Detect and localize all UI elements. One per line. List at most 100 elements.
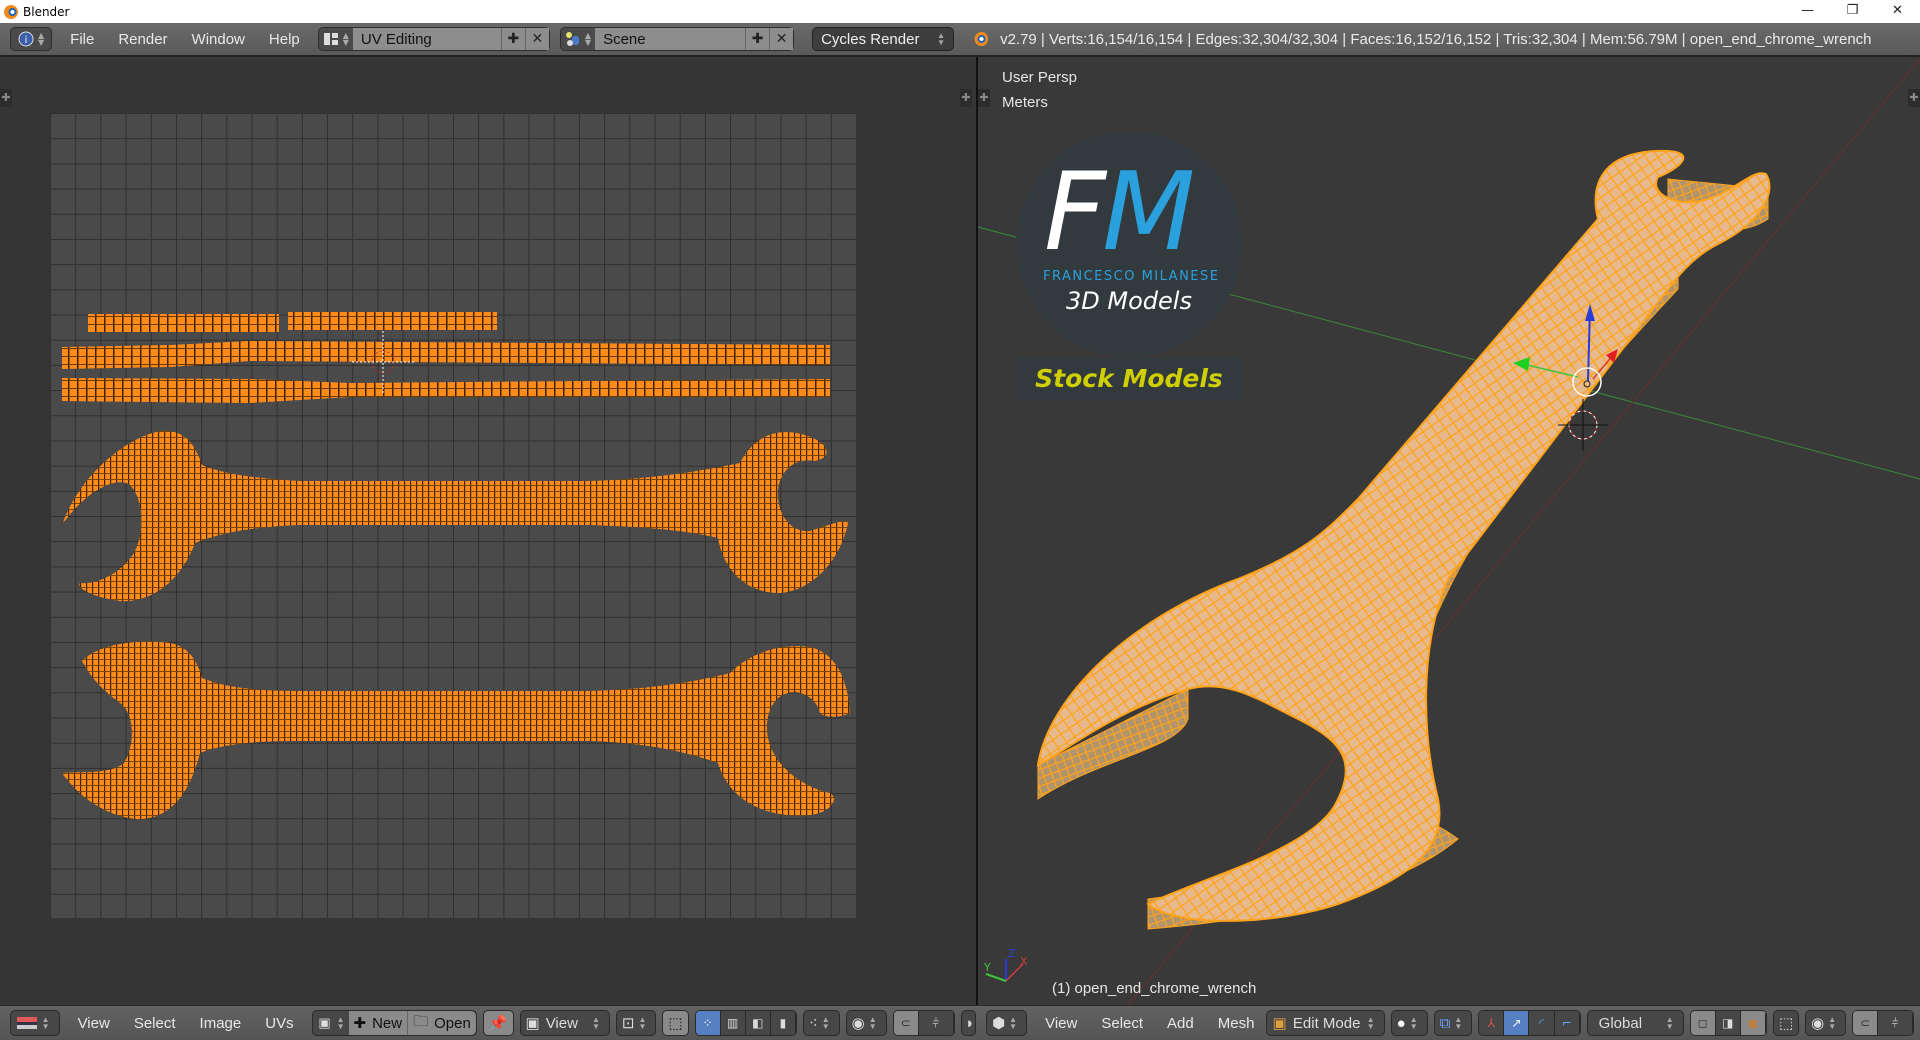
- screen-layout-icon: [319, 28, 343, 50]
- minimize-button[interactable]: —: [1801, 3, 1814, 18]
- limit-selection-button[interactable]: ⬚: [1772, 1010, 1800, 1036]
- area-divider[interactable]: [976, 57, 978, 1005]
- close-button[interactable]: ✕: [1892, 3, 1903, 18]
- face-select-button[interactable]: ◧: [745, 1011, 771, 1035]
- manipulator-toggle-button[interactable]: ⅄: [1479, 1011, 1505, 1035]
- 3d-editor-type-selector[interactable]: ⬢ ▲▼: [986, 1010, 1028, 1036]
- image-browse-icon[interactable]: ▣: [318, 1015, 331, 1030]
- proportional-edit-icon: ◉: [851, 1015, 865, 1032]
- scene-selector[interactable]: ▲▼ Scene ✚ ✕: [559, 27, 795, 51]
- updown-arrows-icon: ▲▼: [821, 1015, 830, 1031]
- updown-arrows-icon: ▲▼: [868, 1015, 877, 1031]
- uv-menu-select[interactable]: Select: [133, 1014, 176, 1032]
- view-name-label: User Persp: [1002, 69, 1078, 86]
- axis-orientation-icon: Z X Y: [983, 947, 1028, 982]
- mode-label: Edit Mode: [1292, 1014, 1361, 1032]
- snap-element-button[interactable]: ⫩: [918, 1011, 954, 1035]
- uv-menu-image[interactable]: Image: [199, 1014, 242, 1032]
- 3d-menu-add[interactable]: Add: [1167, 1014, 1194, 1032]
- pivot-icon: ⊡: [621, 1015, 635, 1032]
- sync-selection-button[interactable]: ⬚: [662, 1010, 689, 1036]
- window-titlebar: Blender — ❐ ✕: [0, 0, 1920, 23]
- properties-toggle-icon[interactable]: ✚: [1908, 89, 1920, 107]
- viewport-scene: Z X Y: [978, 59, 1920, 1005]
- 3d-menu-select[interactable]: Select: [1101, 1014, 1144, 1032]
- scene-field[interactable]: Scene: [595, 28, 746, 50]
- scale-manipulator-button[interactable]: ⌐: [1554, 1011, 1580, 1035]
- sync-selection-icon: ⬚: [668, 1015, 683, 1032]
- uv-islands: [62, 312, 850, 820]
- mode-dropdown[interactable]: ▣ Edit Mode ▲▼: [1266, 1010, 1385, 1036]
- edit-mode-icon: ▣: [1272, 1015, 1287, 1032]
- remove-screen-button[interactable]: ✕: [524, 28, 549, 50]
- rotate-manipulator-button[interactable]: ◜: [1529, 1011, 1555, 1035]
- uv-view-mode-dropdown[interactable]: ▣ View ▲▼: [519, 1010, 610, 1036]
- updown-arrows-icon: ▲▼: [342, 31, 349, 47]
- uv-select-mode-group: ⁘ ▥ ◧ ▮: [694, 1010, 797, 1036]
- vertex-select-button[interactable]: ⁘: [695, 1011, 721, 1035]
- image-icon: ▣: [525, 1015, 540, 1032]
- svg-text:i: i: [25, 35, 28, 46]
- edge-select-button[interactable]: ▥: [720, 1011, 746, 1035]
- screen-layout-field[interactable]: UV Editing: [352, 28, 501, 50]
- proportional-3d-dropdown[interactable]: ◉▲▼: [1805, 1010, 1847, 1036]
- manipulator-group: ⅄ ↗ ◜ ⌐: [1478, 1010, 1581, 1036]
- 2d-cursor-icon: [352, 331, 414, 393]
- translate-manipulator-button[interactable]: ↗: [1504, 1011, 1530, 1035]
- uv-render-icon[interactable]: ◑: [960, 1010, 977, 1036]
- add-screen-button[interactable]: ✚: [500, 28, 525, 50]
- screen-layout-selector[interactable]: ▲▼ UV Editing ✚ ✕: [317, 27, 550, 51]
- pivot-point-3d-dropdown[interactable]: ⧉▲▼: [1433, 1010, 1473, 1036]
- viewport-shading-dropdown[interactable]: ●▲▼: [1390, 1010, 1428, 1036]
- updown-arrows-icon: ▲▼: [41, 1015, 50, 1031]
- toolshelf-toggle-icon[interactable]: ✚: [978, 89, 990, 107]
- menu-window[interactable]: Window: [191, 30, 245, 48]
- scene-stats: v2.79 | Verts:16,154/16,154 | Edges:32,3…: [1000, 30, 1872, 48]
- uv-grid[interactable]: [50, 113, 856, 918]
- updown-arrows-icon: ▲▼: [584, 31, 592, 47]
- face-select-mode-button[interactable]: ◼: [1740, 1011, 1766, 1035]
- uv-editor-type-selector[interactable]: ▲▼: [9, 1010, 60, 1036]
- info-icon: i: [14, 28, 38, 50]
- blender-logo-icon: [972, 31, 989, 47]
- remove-scene-button[interactable]: ✕: [769, 28, 794, 50]
- 3d-menu-view[interactable]: View: [1045, 1014, 1078, 1032]
- menu-help[interactable]: Help: [268, 30, 300, 48]
- plus-icon: ✚: [353, 1015, 367, 1032]
- maximize-button[interactable]: ❐: [1846, 3, 1859, 18]
- snap-3d-group: ⊂ ⫩: [1852, 1010, 1914, 1036]
- uv-menu-view[interactable]: View: [77, 1014, 110, 1032]
- toolshelf-toggle-icon[interactable]: ✚: [0, 89, 12, 107]
- open-image-button[interactable]: 🗀 Open: [407, 1011, 476, 1035]
- island-select-button[interactable]: ▮: [770, 1011, 796, 1035]
- snap-3d-toggle-button[interactable]: ⊂: [1853, 1011, 1879, 1035]
- 3d-viewport[interactable]: ✚ ✚ User Persp Meters: [978, 59, 1920, 1005]
- pin-image-button[interactable]: 📌: [482, 1010, 514, 1036]
- info-header: i ▲▼ File Render Window Help ▲▼ UV Editi…: [0, 23, 1920, 57]
- 3d-menu-mesh[interactable]: Mesh: [1217, 1014, 1255, 1032]
- render-engine-dropdown[interactable]: Cycles Render ▲▼: [812, 27, 955, 51]
- scene-icon: [561, 28, 585, 50]
- proportional-edit-dropdown[interactable]: ◉▲▼: [845, 1010, 887, 1036]
- vertex-select-mode-button[interactable]: ◻: [1690, 1011, 1716, 1035]
- updown-arrows-icon: ▲▼: [937, 31, 946, 47]
- updown-arrows-icon: ▲▼: [1409, 1015, 1418, 1031]
- menu-file[interactable]: File: [70, 30, 95, 48]
- uv-image-editor[interactable]: ✚ ✚: [0, 59, 976, 1005]
- snap-toggle-button[interactable]: ⊂: [893, 1011, 919, 1035]
- sticky-select-dropdown[interactable]: ⁖▲▼: [802, 1010, 840, 1036]
- snap-3d-element-button[interactable]: ⫩: [1878, 1011, 1913, 1035]
- properties-toggle-icon[interactable]: ✚: [960, 89, 972, 107]
- add-scene-button[interactable]: ✚: [745, 28, 770, 50]
- pivot-point-dropdown[interactable]: ⊡▲▼: [615, 1010, 657, 1036]
- menu-render[interactable]: Render: [118, 30, 168, 48]
- transform-gizmo-icon: [1513, 304, 1618, 397]
- edge-select-mode-button[interactable]: ◨: [1715, 1011, 1741, 1035]
- transform-orientation-dropdown[interactable]: Global ▲▼: [1586, 1010, 1684, 1036]
- new-image-button[interactable]: ✚ New: [348, 1011, 408, 1035]
- updown-arrows-icon: ▲▼: [591, 1015, 600, 1031]
- image-browse-group[interactable]: ▣ ▲▼ ✚ New 🗀 Open: [311, 1010, 477, 1036]
- editor-type-selector[interactable]: i ▲▼: [10, 27, 53, 51]
- uv-snap-group: ⊂ ⫩: [892, 1010, 955, 1036]
- uv-menu-uvs[interactable]: UVs: [265, 1014, 294, 1032]
